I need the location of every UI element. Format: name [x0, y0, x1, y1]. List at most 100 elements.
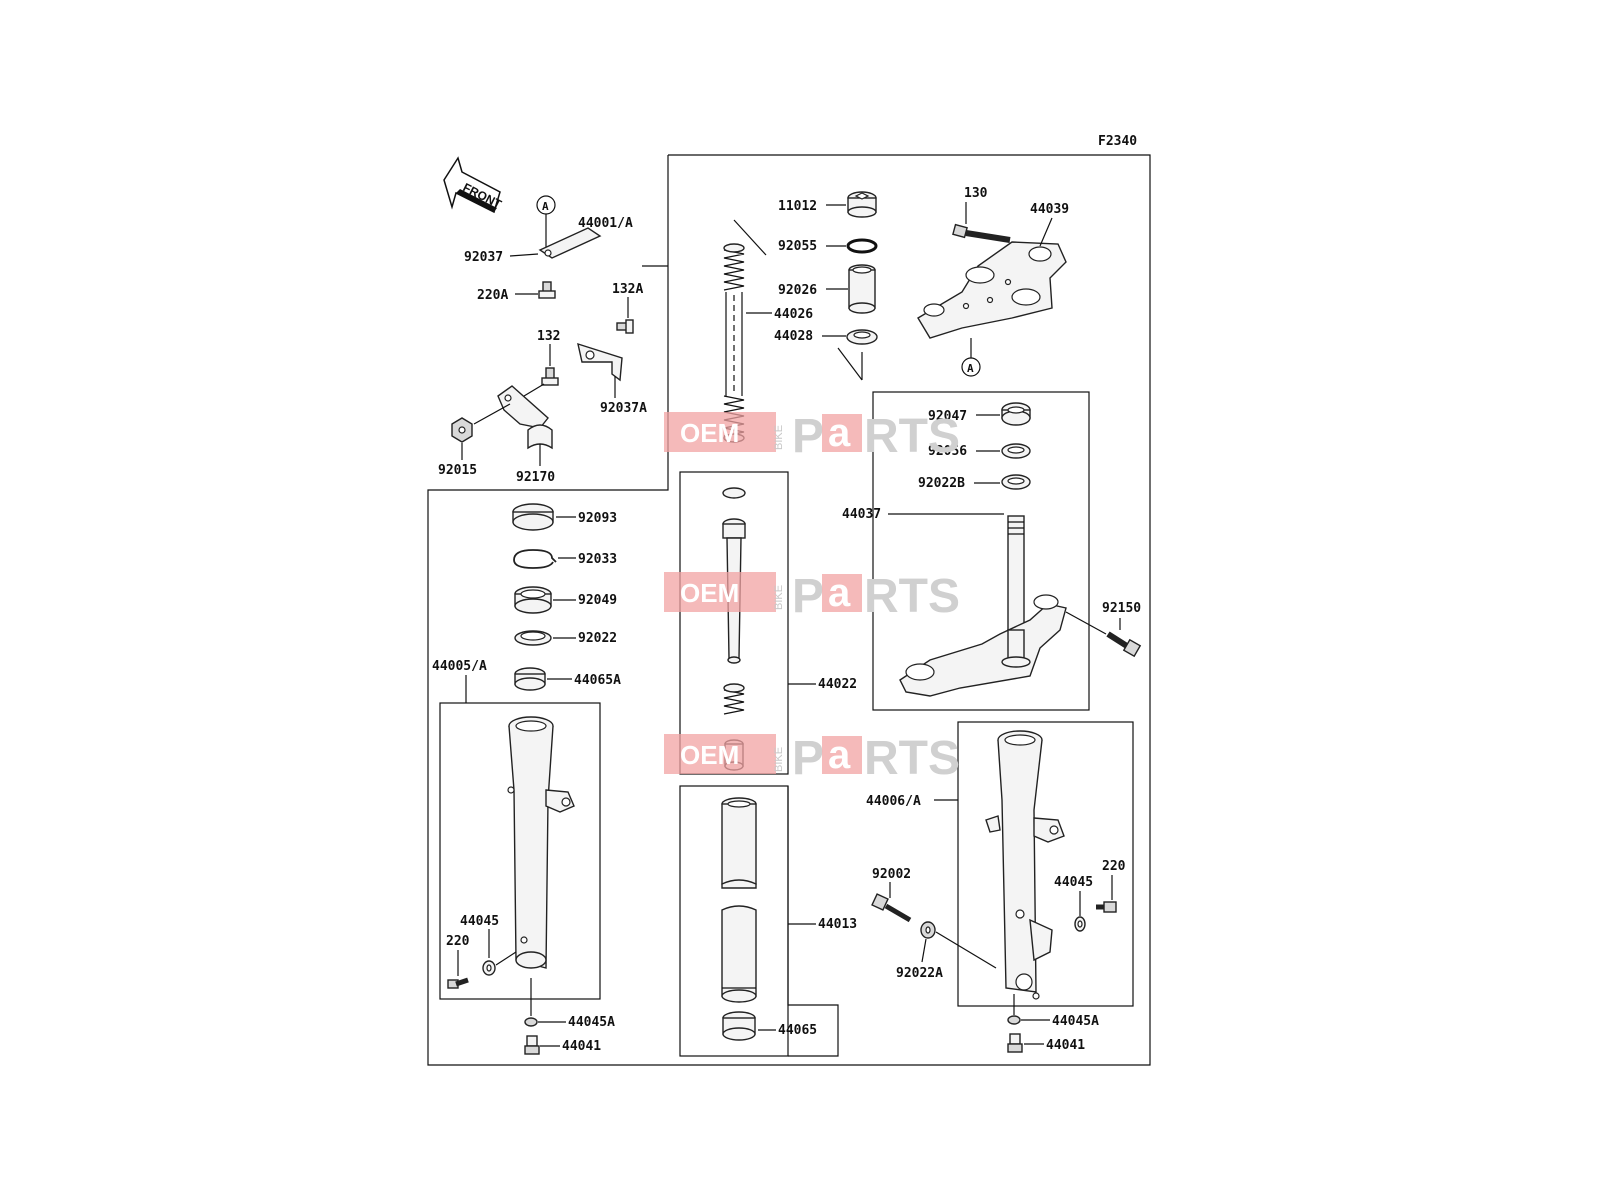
- figure-code: F2340: [1098, 134, 1137, 149]
- svg-text:a: a: [828, 411, 851, 455]
- label-44037: 44037: [842, 507, 881, 522]
- label-44005: 44005/A: [432, 659, 487, 674]
- circlip-92033: [513, 549, 557, 569]
- cap-bolt-11012: [847, 191, 877, 218]
- label-44041-left: 44041: [562, 1039, 601, 1054]
- label-11012: 11012: [778, 199, 817, 214]
- label-220-right: 220: [1102, 859, 1126, 874]
- watermark-1: OEM BIKE P a RTS: [664, 410, 960, 463]
- label-44028: 44028: [774, 329, 813, 344]
- bolt-92150: [1106, 631, 1142, 658]
- svg-text:a: a: [828, 571, 851, 615]
- label-92022: 92022: [578, 631, 617, 646]
- svg-text:RTS: RTS: [864, 410, 960, 463]
- seal-92056: [1001, 443, 1031, 459]
- svg-text:BIKE: BIKE: [773, 747, 785, 772]
- label-44001: 44001/A: [578, 216, 633, 231]
- svg-text:BIKE: BIKE: [773, 585, 785, 610]
- steering-stem-box: [872, 391, 1090, 711]
- plate-92170: [497, 385, 553, 450]
- guide-bush-44065a: [514, 667, 546, 691]
- label-132: 132: [537, 329, 560, 344]
- svg-text:BIKE: BIKE: [773, 425, 785, 450]
- bolt-220-right: [1096, 901, 1117, 913]
- label-44022: 44022: [818, 677, 857, 692]
- label-92037: 92037: [464, 250, 503, 265]
- svg-text:RTS: RTS: [864, 570, 960, 623]
- ref-marker-a-left: A: [536, 195, 556, 248]
- bolt-220a: [538, 281, 556, 299]
- label-44041-right: 44041: [1046, 1038, 1085, 1053]
- upper-bracket-44039: [917, 241, 1067, 339]
- label-44026: 44026: [774, 307, 813, 322]
- label-130: 130: [964, 186, 988, 201]
- washer-44028: [846, 329, 878, 345]
- bolt-132a: [616, 319, 634, 334]
- label-92055: 92055: [778, 239, 817, 254]
- svg-text:OEM: OEM: [680, 740, 739, 770]
- guide-bush-44065: [722, 1011, 756, 1041]
- bolt-44041-left: [524, 1035, 540, 1055]
- svg-text:P: P: [792, 732, 824, 785]
- washer-44045a-right: [1007, 1015, 1021, 1025]
- bolt-92002: [871, 893, 912, 923]
- watermark-3: OEM BIKE P a RTS: [664, 732, 960, 785]
- bearing-92047: [1001, 402, 1031, 426]
- label-44065a: 44065A: [574, 673, 621, 688]
- outer-tube-44005: [507, 716, 575, 969]
- assembly-outline: [427, 154, 1151, 1066]
- label-44039: 44039: [1030, 202, 1069, 217]
- svg-text:P: P: [792, 410, 824, 463]
- label-44045a-left: 44045A: [568, 1015, 615, 1030]
- label-92047: 92047: [928, 409, 967, 424]
- svg-text:A: A: [967, 362, 974, 375]
- o-ring-92055: [846, 238, 878, 254]
- bolt-220-left: [447, 977, 469, 989]
- clamp-92037a: [577, 342, 623, 382]
- label-92150: 92150: [1102, 601, 1141, 616]
- front-arrow-icon: FRONT: [443, 156, 504, 214]
- damper-rod-44022: [722, 487, 746, 771]
- nut-92015: [451, 417, 473, 443]
- svg-text:OEM: OEM: [680, 418, 739, 448]
- bolt-130: [952, 223, 1011, 243]
- watermark-2: OEM BIKE P a RTS: [664, 570, 960, 623]
- inner-tube-44013: [721, 797, 757, 1003]
- dust-seal-92093: [512, 503, 554, 531]
- label-132a: 132A: [612, 282, 643, 297]
- label-44045a-right: 44045A: [1052, 1014, 1099, 1029]
- label-92033: 92033: [578, 552, 617, 567]
- label-92022a: 92022A: [896, 966, 943, 981]
- fork-pipe-box-right: [787, 786, 839, 1057]
- washer-44045-right: [1074, 916, 1086, 932]
- label-92049: 92049: [578, 593, 617, 608]
- label-220-left: 220: [446, 934, 470, 949]
- label-44006: 44006/A: [866, 794, 921, 809]
- steering-stem-44037: [899, 515, 1067, 697]
- washer-92022a: [920, 921, 936, 939]
- label-92037a: 92037A: [600, 401, 647, 416]
- right-outer-tube-box: [957, 721, 1134, 1007]
- left-outer-tube-box: [439, 702, 601, 1000]
- label-92026: 92026: [778, 283, 817, 298]
- label-44045-left: 44045: [460, 914, 499, 929]
- spacer-92026: [848, 264, 876, 314]
- svg-text:RTS: RTS: [864, 732, 960, 785]
- svg-text:A: A: [542, 200, 549, 213]
- label-220a: 220A: [477, 288, 508, 303]
- label-92015: 92015: [438, 463, 477, 478]
- label-92056: 92056: [928, 444, 967, 459]
- label-92002: 92002: [872, 867, 911, 882]
- washer-44045-left: [482, 960, 496, 976]
- bolt-132: [541, 367, 559, 386]
- svg-text:P: P: [792, 570, 824, 623]
- label-44045-right: 44045: [1054, 875, 1093, 890]
- label-44065: 44065: [778, 1023, 817, 1038]
- seal-92022b: [1001, 474, 1031, 490]
- label-92170: 92170: [516, 470, 555, 485]
- ref-marker-a-right: A: [961, 338, 981, 377]
- svg-text:OEM: OEM: [680, 578, 739, 608]
- washer-44045a-left: [524, 1017, 538, 1027]
- svg-text:a: a: [828, 733, 851, 777]
